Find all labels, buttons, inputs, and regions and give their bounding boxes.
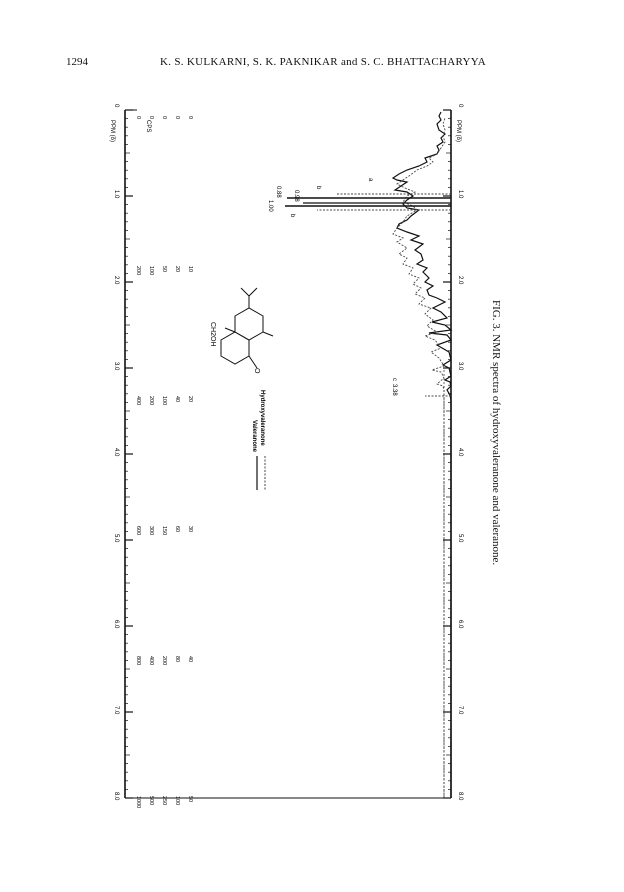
ppm-tick-label-right: 5.0: [457, 534, 463, 543]
peak-letter-b2: b: [289, 214, 295, 218]
legend-valeranone: Valeranone: [251, 420, 257, 453]
nmr-spectra-svg: 0 1.0 2.0 3.0 4.0 5.0 6.0 7.0 8.0 0 1.0 2.0 3.0 4.0 5…: [109, 104, 463, 808]
peak-letter-a: a: [367, 178, 373, 182]
ppm-tick-label-right: 6.0: [457, 620, 463, 629]
cps-value: 20: [174, 266, 180, 272]
valeranone-trace: [391, 111, 453, 798]
cps-value: 200: [135, 266, 141, 275]
cps-value: 40: [174, 396, 180, 402]
cps-value: 0: [174, 116, 180, 119]
ppm-tick-label-left: 0: [113, 104, 119, 108]
ppm-tick-label-right: 1.0: [457, 190, 463, 199]
ppm-tick-label-left: 3.0: [113, 362, 119, 371]
legend-hydroxyvaleranone: Hydroxyvaleranone: [259, 390, 265, 446]
figure-caption-wrap: FIG. 3. NMR spectra of hydroxyvaleranone…: [480, 300, 510, 680]
cps-value: 400: [135, 396, 141, 405]
cps-value: 60: [174, 526, 180, 532]
ppm-tick-labels-right: 0 1.0 2.0 3.0 4.0 5.0 6.0 7.0 8.0: [457, 104, 463, 801]
running-header-authors: K. S. KULKARNI, S. K. PAKNIKAR and S. C.…: [160, 56, 486, 68]
cps-value: 100: [161, 396, 167, 405]
cps-label: CPS: [145, 120, 151, 132]
ppm-scale-label-left: PPM (δ): [109, 120, 115, 142]
cps-value: 40: [187, 656, 193, 662]
figure-caption: FIG. 3. NMR spectra of hydroxyvaleranone…: [490, 300, 502, 566]
cps-value: 50: [161, 266, 167, 272]
cps-value: 200: [161, 656, 167, 665]
ppm-tick-label-right: 2.0: [457, 276, 463, 285]
cps-value: 250: [161, 796, 167, 805]
cps-value: 100: [148, 266, 154, 275]
cps-value: 200: [148, 396, 154, 405]
ppm-tick-label-left: 6.0: [113, 620, 119, 629]
cps-value: 20: [187, 396, 193, 402]
ppm-tick-label-left: 2.0: [113, 276, 119, 285]
ppm-tick-label-left: 8.0: [113, 792, 119, 801]
peak-label-1-00: 1.00: [267, 200, 273, 212]
cps-value: 300: [148, 526, 154, 535]
ppm-tick-labels-left: 0 1.0 2.0 3.0 4.0 5.0 6.0 7.0 8.0: [113, 104, 119, 801]
ppm-tick-label-left: 4.0: [113, 448, 119, 457]
cps-value: 400: [148, 656, 154, 665]
cps-value: 600: [135, 526, 141, 535]
cps-value: 50: [187, 796, 193, 802]
ppm-tick-label-right: 8.0: [457, 792, 463, 801]
peak-label-0-98: 0.98: [293, 190, 299, 202]
cps-value: 100: [174, 796, 180, 805]
left-minor-ticks: [125, 109, 133, 799]
decalone-structure: [220, 287, 274, 369]
cps-value: 80: [174, 656, 180, 662]
hydroxyvaleranone-trace: [392, 117, 446, 798]
cps-value: 500: [148, 796, 154, 805]
ppm-tick-label-right: 3.0: [457, 362, 463, 371]
nmr-figure: 0 1.0 2.0 3.0 4.0 5.0 6.0 7.0 8.0 0 1.0 2.0 3.0 4.0 5…: [107, 90, 475, 812]
cps-value: 0: [135, 116, 141, 119]
ppm-scale-label-right: PPM (δ): [455, 120, 461, 142]
peak-letter-b: b: [315, 186, 321, 190]
peak-label-3-38: 3.38: [391, 384, 397, 396]
cps-value: 1000: [135, 796, 141, 808]
ppm-tick-label-left: 5.0: [113, 534, 119, 543]
ppm-tick-label-right: 4.0: [457, 448, 463, 457]
cps-value: 0: [161, 116, 167, 119]
structure-ch2oh: CH2OH: [209, 322, 216, 347]
peak-label-0-88: 0.88: [275, 186, 281, 198]
cps-value: 150: [161, 526, 167, 535]
cps-value: 0: [187, 116, 193, 119]
cps-value: 800: [135, 656, 141, 665]
ppm-tick-label-left: 7.0: [113, 706, 119, 715]
peak-letter-c: c: [391, 378, 397, 381]
ppm-tick-label-right: 0: [457, 104, 463, 108]
cps-value: 0: [148, 116, 154, 119]
structure-oxygen: O: [253, 368, 260, 374]
ppm-tick-label-right: 7.0: [457, 706, 463, 715]
cps-value: 30: [187, 526, 193, 532]
page-number: 1294: [66, 56, 88, 68]
ppm-tick-label-left: 1.0: [113, 190, 119, 199]
cps-value: 10: [187, 266, 193, 272]
